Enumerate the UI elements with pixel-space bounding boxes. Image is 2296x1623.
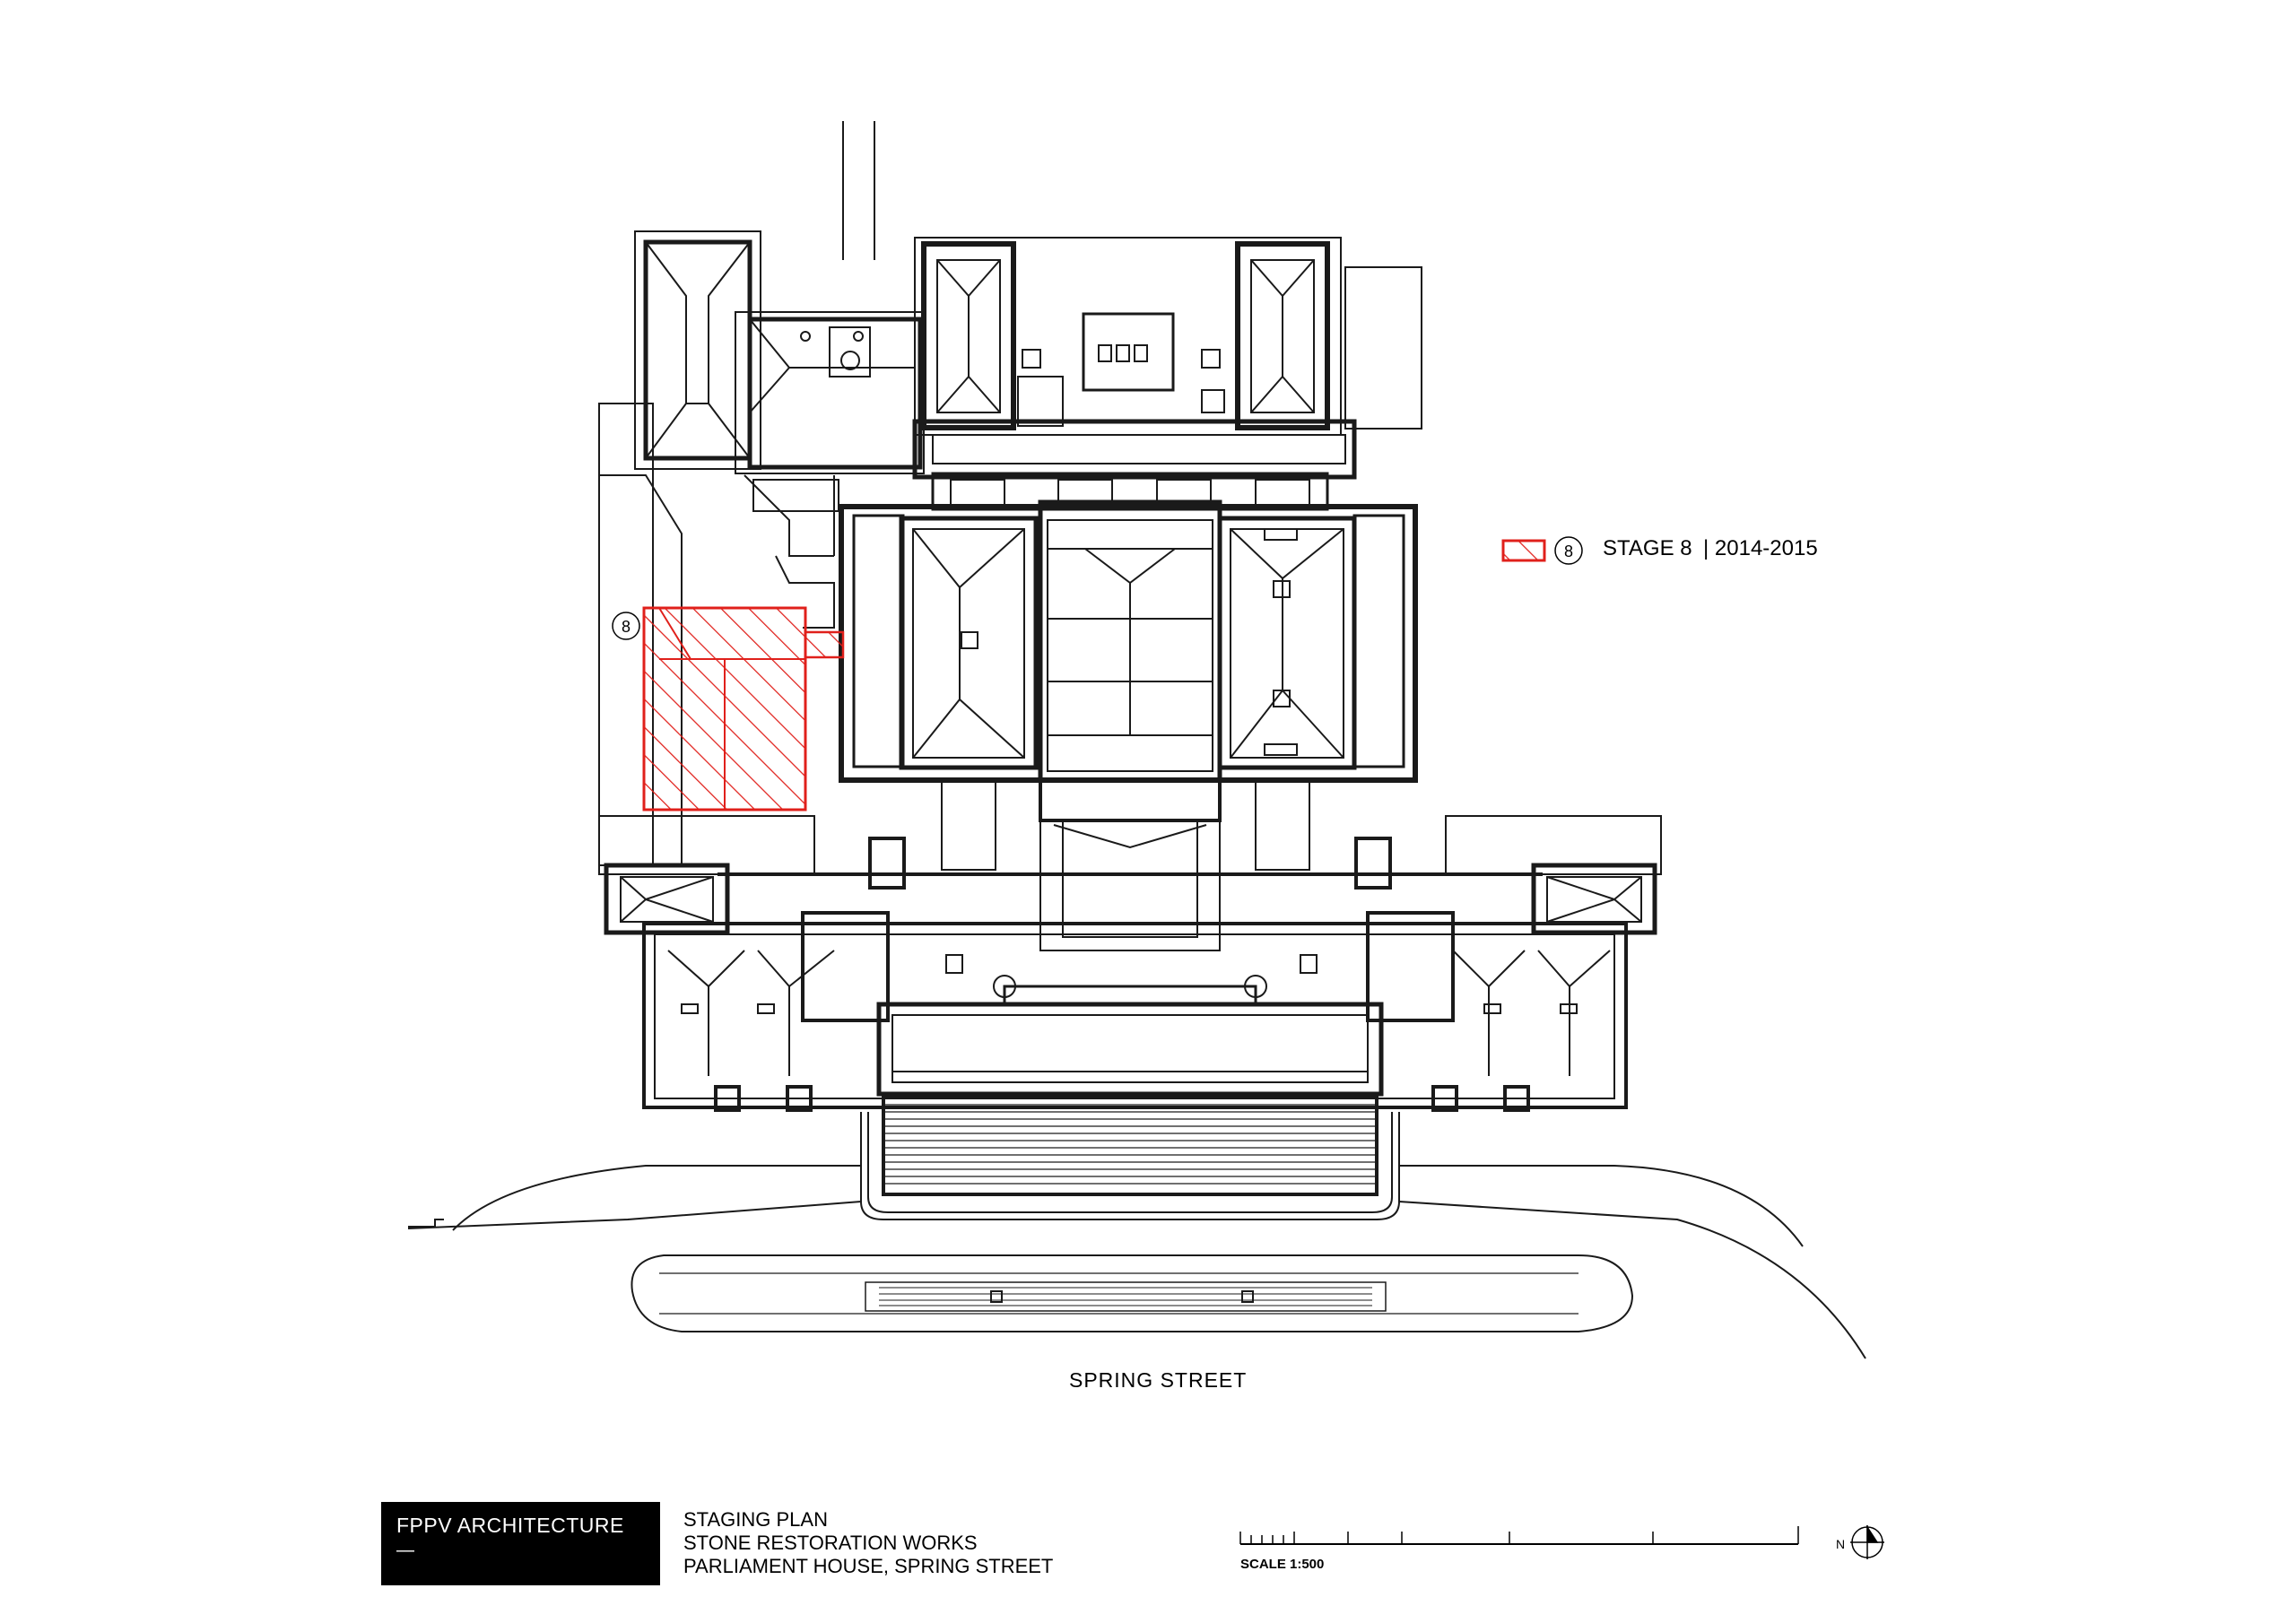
legend-swatch	[1501, 539, 1546, 562]
title-block-firm-panel	[381, 1502, 660, 1585]
legend-years: | 2014-2015	[1703, 536, 1818, 560]
firm-mark: —	[396, 1541, 414, 1560]
stage-8-zone	[642, 606, 845, 812]
central-block	[839, 472, 1418, 951]
drawing-title-line-3: PARLIAMENT HOUSE, SPRING STREET	[683, 1555, 1054, 1577]
rear-wing	[634, 121, 1422, 480]
zone-marker-number: 8	[622, 618, 631, 636]
zone-marker-circle	[612, 612, 640, 640]
legend-stage-label: STAGE 8	[1603, 536, 1692, 560]
north-label: N	[1836, 1537, 1846, 1551]
street-label: SPRING STREET	[1069, 1368, 1248, 1392]
drawing-title-line-1: STAGING PLAN	[683, 1508, 828, 1531]
north-arrow-icon	[1850, 1524, 1884, 1559]
scale-label: SCALE 1:500	[1240, 1557, 1325, 1572]
legend-marker-number: 8	[1564, 542, 1573, 560]
street-grounds	[407, 1165, 1866, 1359]
firm-name: FPPV ARCHITECTURE	[396, 1514, 624, 1537]
drawing-title-line-2: STONE RESTORATION WORKS	[683, 1532, 978, 1554]
front-facade	[598, 815, 1662, 1220]
scale-bar	[1239, 1526, 1799, 1545]
legend-marker-circle	[1554, 536, 1583, 565]
